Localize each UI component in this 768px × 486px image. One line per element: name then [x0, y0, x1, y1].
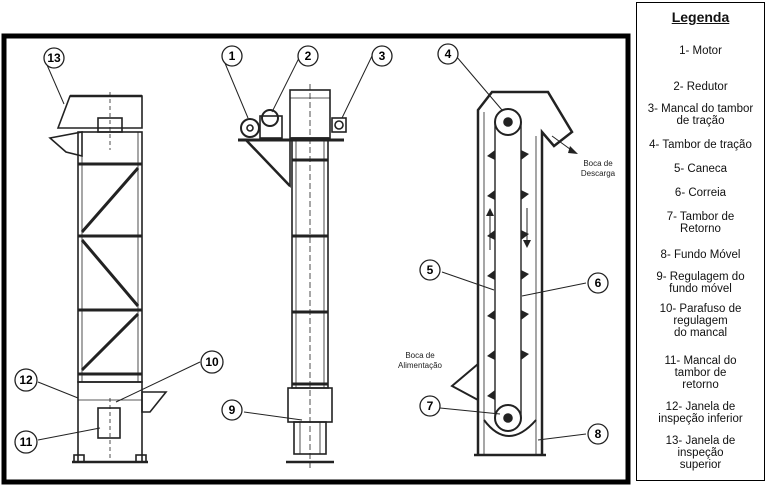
callout-13: 13	[43, 47, 65, 69]
legend-item-7: 7- Tambor de Retorno	[666, 211, 735, 235]
callout-3-label: 3	[379, 49, 386, 63]
legend-item-3: 3- Mancal do tambor de tração	[647, 103, 754, 127]
legend-item-10: 10- Parafuso de regulagem do mancal	[659, 303, 742, 339]
callout-2-label: 2	[305, 49, 312, 63]
callout-12: 12	[14, 368, 38, 392]
callout-bubbles: 13 1 2 3 4 5 6 7 8 9 10 11 12	[14, 43, 609, 454]
annotations: Boca de Descarga Boca de Alimentação	[398, 159, 616, 370]
leader-11	[37, 427, 101, 441]
leader-1	[221, 55, 249, 119]
leader-3	[341, 55, 373, 119]
leader-4	[455, 55, 503, 111]
external-view	[48, 92, 168, 464]
callout-8-label: 8	[595, 427, 602, 441]
callout-10: 10	[200, 350, 224, 374]
legend-item-6: 6- Correia	[674, 187, 727, 199]
side-view	[238, 84, 347, 470]
legend-item-4: 4- Tambor de tração	[649, 139, 752, 151]
callout-4: 4	[437, 43, 459, 65]
callout-13-label: 13	[47, 51, 61, 65]
leader-5	[441, 271, 495, 291]
feed-label-line1: Boca de	[405, 351, 435, 360]
feed-label-line2: Alimentação	[398, 361, 443, 370]
leader-12	[37, 381, 79, 399]
callout-8: 8	[587, 423, 609, 445]
callout-7: 7	[419, 395, 441, 417]
callout-9-label: 9	[229, 403, 236, 417]
callout-6: 6	[587, 272, 609, 294]
callout-2: 2	[297, 45, 319, 67]
leader-9	[243, 411, 303, 421]
discharge-label-line1: Boca de	[583, 159, 613, 168]
callout-6-label: 6	[595, 276, 602, 290]
legend-item-8: 8- Fundo Móvel	[660, 249, 741, 261]
leader-10	[115, 361, 201, 403]
legend-panel: Legenda 1- Motor 2- Redutor 3- Mancal do…	[636, 2, 765, 481]
leader-lines	[37, 55, 587, 441]
leader-2	[271, 55, 301, 113]
leader-6	[521, 282, 587, 297]
callout-5: 5	[419, 259, 441, 281]
callout-4-label: 4	[445, 47, 452, 61]
callout-11-label: 11	[20, 435, 33, 449]
callout-5-label: 5	[427, 263, 434, 277]
callout-1: 1	[221, 45, 243, 67]
legend-item-9: 9- Regulagem do fundo móvel	[656, 271, 745, 295]
callout-3: 3	[371, 45, 393, 67]
callout-11: 11	[14, 430, 38, 454]
callout-7-label: 7	[427, 399, 434, 413]
legend-item-13: 13- Janela de inspeção superior	[665, 435, 736, 471]
callout-10-label: 10	[205, 355, 219, 369]
section-view	[450, 90, 578, 457]
legend-item-5: 5- Caneca	[673, 163, 728, 175]
legend-item-11: 11- Mancal do tambor de retorno	[664, 355, 737, 391]
callout-9: 9	[221, 399, 243, 421]
callout-12-label: 12	[19, 373, 33, 387]
leader-8	[537, 433, 587, 441]
legend-item-1: 1- Motor	[679, 45, 722, 57]
leader-7	[439, 407, 501, 415]
legend-item-2: 2- Redutor	[673, 81, 728, 93]
callout-1-label: 1	[229, 49, 236, 63]
legend-title: Legenda	[671, 9, 730, 25]
legend-item-12: 12- Janela de inspeção inferior	[658, 401, 743, 425]
discharge-label-line2: Descarga	[581, 169, 616, 178]
drawing-frame	[1, 33, 631, 485]
